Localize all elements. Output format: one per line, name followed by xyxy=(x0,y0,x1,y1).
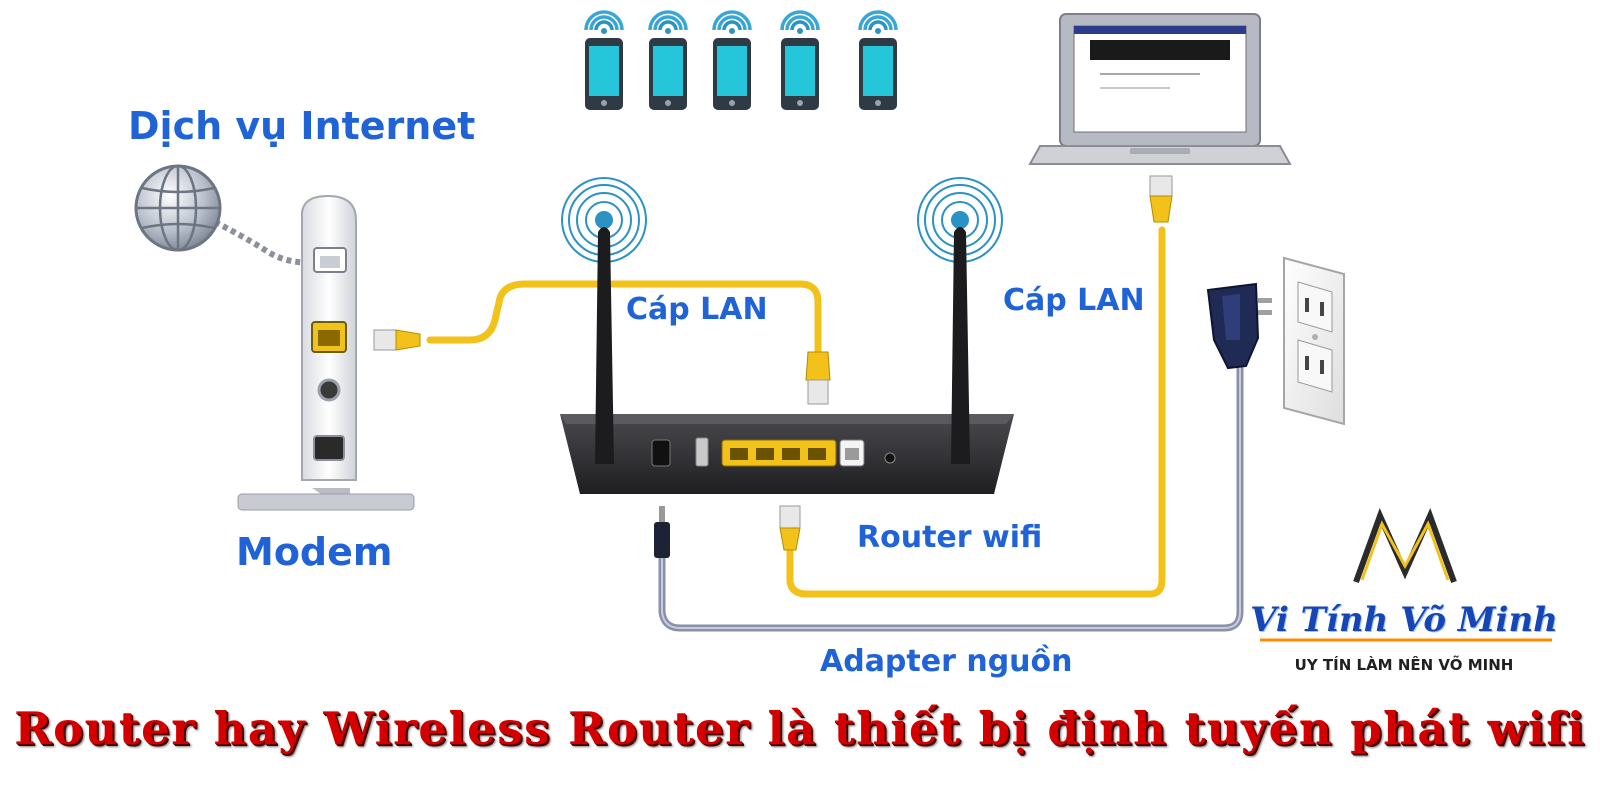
internet-service-label: Dịch vụ Internet xyxy=(128,104,476,148)
rj45-plug-icon xyxy=(805,351,831,405)
power-adapter-icon xyxy=(1206,282,1272,370)
wifi-arc xyxy=(712,10,752,31)
router-device xyxy=(560,227,1014,494)
power-adapter-label: Adapter nguồn xyxy=(820,644,1073,679)
lan-cable-label-1: Cáp LAN xyxy=(626,292,768,327)
lan-cable-router-laptop xyxy=(786,226,1166,598)
laptop-icon xyxy=(1028,13,1292,165)
wifi-arc xyxy=(653,15,683,31)
brand-slogan: UY TÍN LÀM NÊN VÕ MINH xyxy=(1294,656,1514,674)
smartphones xyxy=(584,10,898,110)
wifi-arc xyxy=(790,20,810,31)
wifi-arc xyxy=(589,15,619,31)
wifi-arc xyxy=(858,10,898,31)
smartphone-icon xyxy=(648,10,688,110)
lan-cable-label-2: Cáp LAN xyxy=(1003,283,1145,318)
power-plug-icon xyxy=(654,506,670,558)
wifi-arc xyxy=(648,10,688,31)
internet-line xyxy=(213,219,319,266)
smartphone-icon xyxy=(858,10,898,110)
wifi-arc xyxy=(722,20,742,31)
brand-name: Vi Tính Võ Minh xyxy=(1250,600,1558,640)
smartphone-icon xyxy=(780,10,820,110)
router-label: Router wifi xyxy=(857,520,1043,555)
wall-outlet-icon xyxy=(1283,256,1345,426)
smartphone-icon xyxy=(584,10,624,110)
diagram-caption: Router hay Wireless Router là thiết bị đ… xyxy=(14,702,1586,755)
wifi-arc xyxy=(868,20,888,31)
wifi-arc xyxy=(658,20,678,31)
lan-cable-modem-router xyxy=(426,280,822,356)
wifi-arc xyxy=(584,10,624,31)
logo-m-icon xyxy=(1353,508,1457,584)
smartphone-icon xyxy=(712,10,752,110)
rj45-plug-icon xyxy=(373,329,421,351)
globe-icon xyxy=(134,164,222,252)
rj45-plug-icon xyxy=(779,505,801,551)
wifi-arc xyxy=(594,20,614,31)
wifi-arc xyxy=(785,15,815,31)
wifi-arc xyxy=(717,15,747,31)
modem-device xyxy=(237,194,415,511)
wifi-arc xyxy=(780,10,820,31)
rj45-plug-icon xyxy=(1149,175,1173,223)
brand-logo: Vi Tính Võ Minh UY TÍN LÀM NÊN VÕ MINH xyxy=(1248,508,1560,688)
modem-label: Modem xyxy=(236,530,393,574)
wifi-arc xyxy=(863,15,893,31)
